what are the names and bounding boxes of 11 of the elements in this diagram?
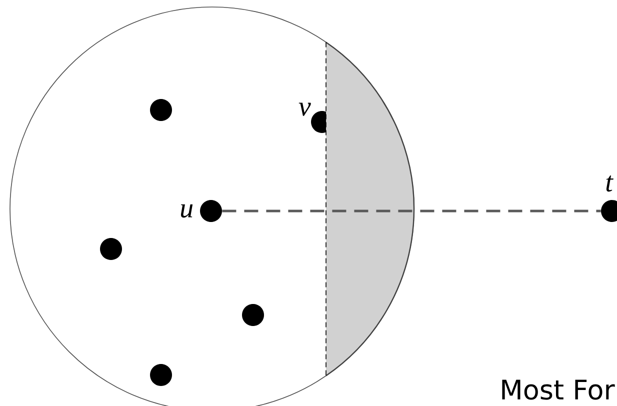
labeled-point: u bbox=[181, 200, 222, 222]
node-label: v bbox=[298, 102, 311, 116]
labeled-point: t bbox=[601, 176, 617, 222]
point bbox=[150, 364, 172, 386]
point bbox=[150, 99, 172, 121]
node-label: t bbox=[606, 176, 614, 192]
node-label: u bbox=[181, 204, 193, 218]
point bbox=[242, 304, 264, 326]
point bbox=[100, 238, 122, 260]
caption-text: Most For bbox=[502, 380, 615, 400]
dashed-line bbox=[222, 210, 601, 212]
